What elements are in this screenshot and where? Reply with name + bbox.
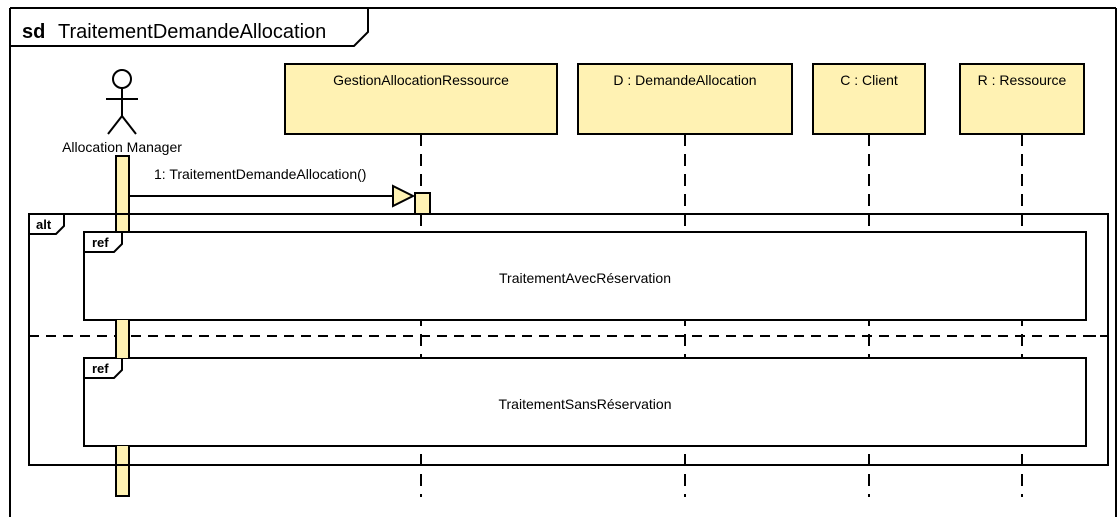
ref-operator-tab xyxy=(84,232,123,253)
lifeline-head xyxy=(577,63,793,135)
ref-fragment-avec-reservation[interactable]: ref TraitementAvecRéservation xyxy=(83,231,1087,321)
lifeline-label: C : Client xyxy=(840,72,898,88)
ref-fragment-text: TraitementAvecRéservation xyxy=(499,270,671,286)
lifeline-demande-allocation[interactable]: D : DemandeAllocation xyxy=(577,63,793,135)
ref-operator-tab xyxy=(84,358,123,379)
lifeline-client[interactable]: C : Client xyxy=(812,63,926,135)
alt-operator-label: alt xyxy=(36,217,52,232)
lifeline-head xyxy=(959,63,1085,135)
sd-frame-title: TraitementDemandeAllocation xyxy=(58,21,326,43)
actor-stick-figure-icon xyxy=(106,69,138,135)
message-label: 1: TraitementDemandeAllocation() xyxy=(154,166,366,182)
sd-frame-name-tab xyxy=(10,8,369,47)
alt-operator-tab xyxy=(29,214,65,235)
message-1[interactable]: 1: TraitementDemandeAllocation() xyxy=(129,166,416,208)
gestion-activation-bar xyxy=(414,192,431,215)
ref-operator-label: ref xyxy=(92,235,109,250)
ref-operator-label: ref xyxy=(92,361,109,376)
sd-frame: sd TraitementDemandeAllocation xyxy=(9,7,1117,517)
sd-frame-keyword: sd xyxy=(22,21,45,43)
lifeline-label: R : Ressource xyxy=(978,72,1067,88)
lifeline-label: D : DemandeAllocation xyxy=(613,72,756,88)
actor-allocation-manager[interactable]: Allocation Manager xyxy=(62,69,182,155)
lifeline-gestion-allocation-ressource[interactable]: GestionAllocationRessource xyxy=(284,63,558,135)
ref-fragment-border xyxy=(83,231,1087,321)
ref-fragment-border xyxy=(83,357,1087,447)
lifeline-head xyxy=(812,63,926,135)
ref-fragment-sans-reservation[interactable]: ref TraitementSansRéservation xyxy=(83,357,1087,447)
lifeline-ressource[interactable]: R : Ressource xyxy=(959,63,1085,135)
ref-fragment-text: TraitementSansRéservation xyxy=(498,396,671,412)
actor-activation-bar-gap xyxy=(116,320,129,358)
actor-activation-bar-bottom xyxy=(116,446,129,496)
message-arrowhead-icon xyxy=(392,184,416,208)
lifeline-label: GestionAllocationRessource xyxy=(333,72,509,88)
actor-label: Allocation Manager xyxy=(62,139,182,155)
